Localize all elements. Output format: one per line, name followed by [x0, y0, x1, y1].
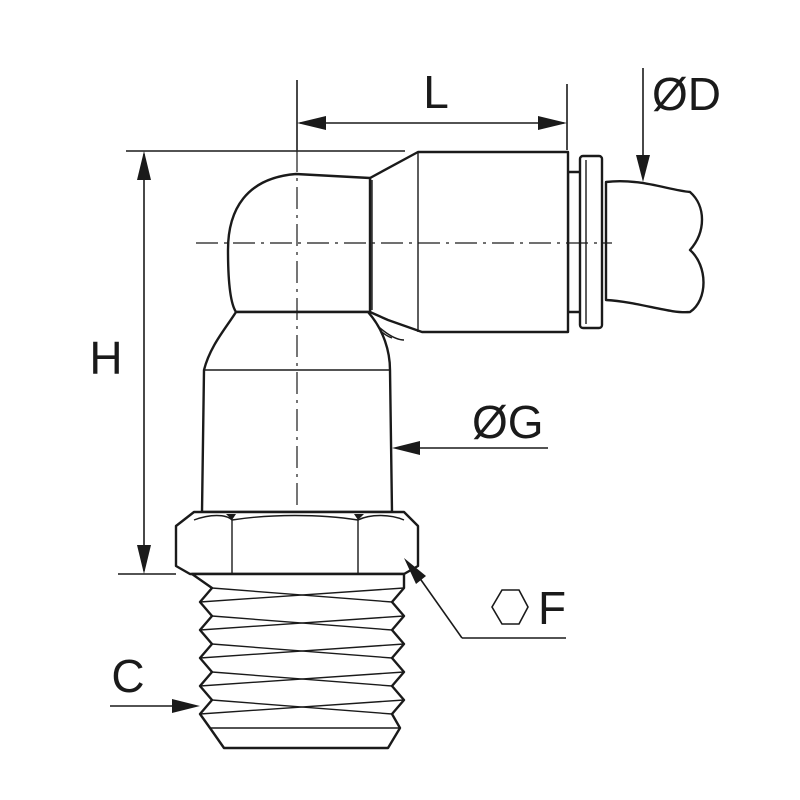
label-f: F [538, 582, 566, 634]
label-l: L [423, 66, 449, 118]
hexagon-icon [491, 589, 529, 625]
threaded-stem [190, 572, 406, 750]
tube [604, 180, 705, 314]
label-d: ØD [652, 68, 721, 120]
collet-ring [566, 154, 604, 330]
label-c: C [111, 650, 144, 702]
hex-nut [174, 510, 420, 576]
dimension-c: C [110, 650, 200, 713]
dimension-f: F [404, 558, 566, 639]
dimension-h: H [89, 150, 405, 575]
dimension-g: ØG [392, 396, 548, 455]
horizontal-body [368, 150, 570, 334]
center-lines [196, 150, 612, 510]
label-h: H [89, 332, 122, 384]
dimension-d: ØD [636, 68, 721, 182]
dimension-l: L [296, 66, 568, 150]
label-g: ØG [472, 396, 544, 448]
